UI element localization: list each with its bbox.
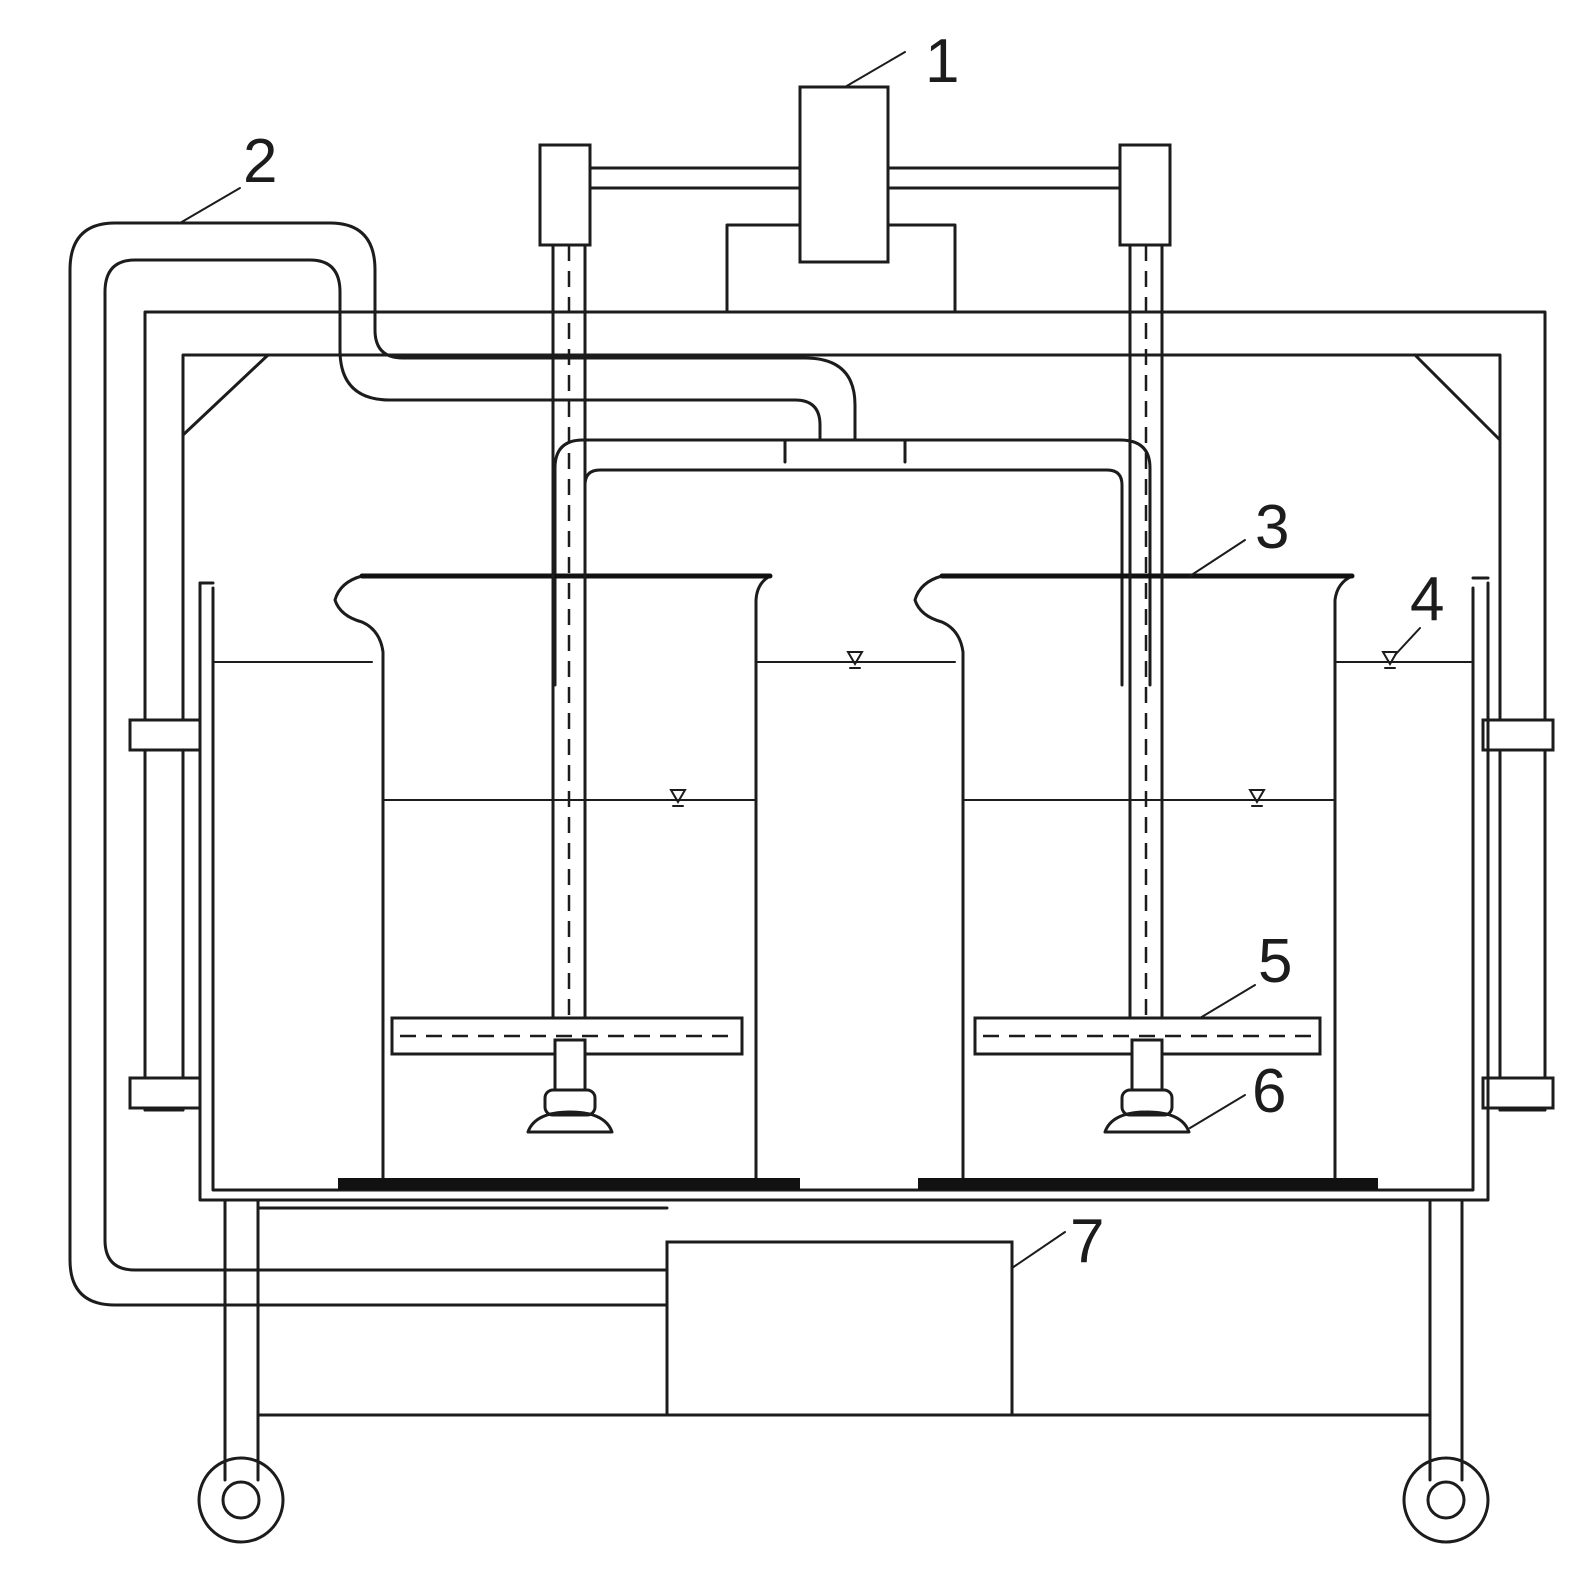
- motor-block: [798, 85, 890, 264]
- beaker-right-spout: [913, 574, 965, 1180]
- stirrer-right-collar: [1120, 1088, 1174, 1117]
- callout-3: 3: [1255, 493, 1289, 562]
- beaker-left-spout: [333, 574, 385, 1180]
- level-markers: [669, 651, 1399, 807]
- heating-pipe: [68, 221, 907, 1307]
- bracket-left-upper: [128, 718, 202, 752]
- gusset-right: [1413, 353, 1502, 442]
- callouts: 1 2 3 4 5 6 7: [243, 27, 1444, 1276]
- stirrer-right-head: [1103, 1110, 1191, 1134]
- pipe-inner-wall: [103, 258, 822, 1272]
- stirrer-right-shaft: [1128, 243, 1164, 1042]
- leader-lines: [179, 51, 1421, 1269]
- callout-5: 5: [1258, 927, 1292, 996]
- stirrer-left-collar: [543, 1088, 597, 1117]
- stirrer-right-neck: [1130, 1038, 1164, 1092]
- frame: [128, 310, 1555, 1112]
- heater-box: [665, 1240, 1014, 1417]
- left-spindle-housing: [538, 143, 592, 247]
- tank-outer: [198, 581, 1490, 1202]
- callout-7: 7: [1070, 1207, 1104, 1276]
- stirrer-left-head: [526, 1110, 614, 1134]
- callout-1: 1: [925, 27, 959, 96]
- callout-6: 6: [1252, 1057, 1286, 1126]
- frame-inner: [181, 353, 1502, 1112]
- level-marker-beaker-right: [1248, 789, 1266, 807]
- manifold-outer: [553, 438, 1152, 687]
- manifold: [553, 438, 1152, 687]
- water-bath: [198, 576, 1490, 1202]
- cart-leg-left: [223, 1198, 260, 1482]
- leader-5: [1199, 984, 1256, 1019]
- pipe-outer-wall: [68, 221, 857, 1307]
- callout-4: 4: [1410, 565, 1444, 634]
- level-marker-beaker-left: [669, 789, 687, 807]
- leader-6: [1189, 1094, 1246, 1129]
- right-spindle-housing: [1118, 143, 1172, 247]
- tank-inner: [211, 586, 1475, 1192]
- bracket-left-lower: [128, 1076, 202, 1110]
- leader-2: [179, 187, 241, 224]
- bracket-right-upper: [1481, 718, 1555, 752]
- stirrer-left: [390, 243, 744, 1134]
- wheel-left: [197, 1456, 285, 1544]
- bracket-right-lower: [1481, 1076, 1555, 1110]
- callout-2: 2: [243, 127, 277, 196]
- stirrer-right: [973, 243, 1322, 1134]
- wheel-right-hub: [1426, 1480, 1466, 1520]
- cart-leg-right: [1428, 1198, 1464, 1482]
- gusset-left: [181, 353, 270, 437]
- level-marker-bath-middle: [846, 651, 864, 669]
- beaker-left: [333, 573, 800, 1190]
- wheel-right: [1402, 1456, 1490, 1544]
- wheel-left-hub: [221, 1480, 261, 1520]
- leader-4: [1394, 627, 1421, 656]
- leader-7: [1011, 1231, 1066, 1269]
- stirrer-left-shaft: [551, 243, 587, 1042]
- stirrer-left-neck: [553, 1038, 587, 1092]
- leader-1: [844, 51, 906, 88]
- frame-outer: [143, 310, 1547, 1112]
- beaker-right: [913, 573, 1378, 1190]
- level-marker-bath-right: [1381, 651, 1399, 669]
- beaker-right-base-pad: [918, 1178, 1378, 1190]
- motor-assembly: [538, 85, 1172, 312]
- pipe-coupling: [783, 438, 907, 464]
- beaker-left-base-pad: [338, 1178, 800, 1190]
- leader-3: [1189, 539, 1246, 577]
